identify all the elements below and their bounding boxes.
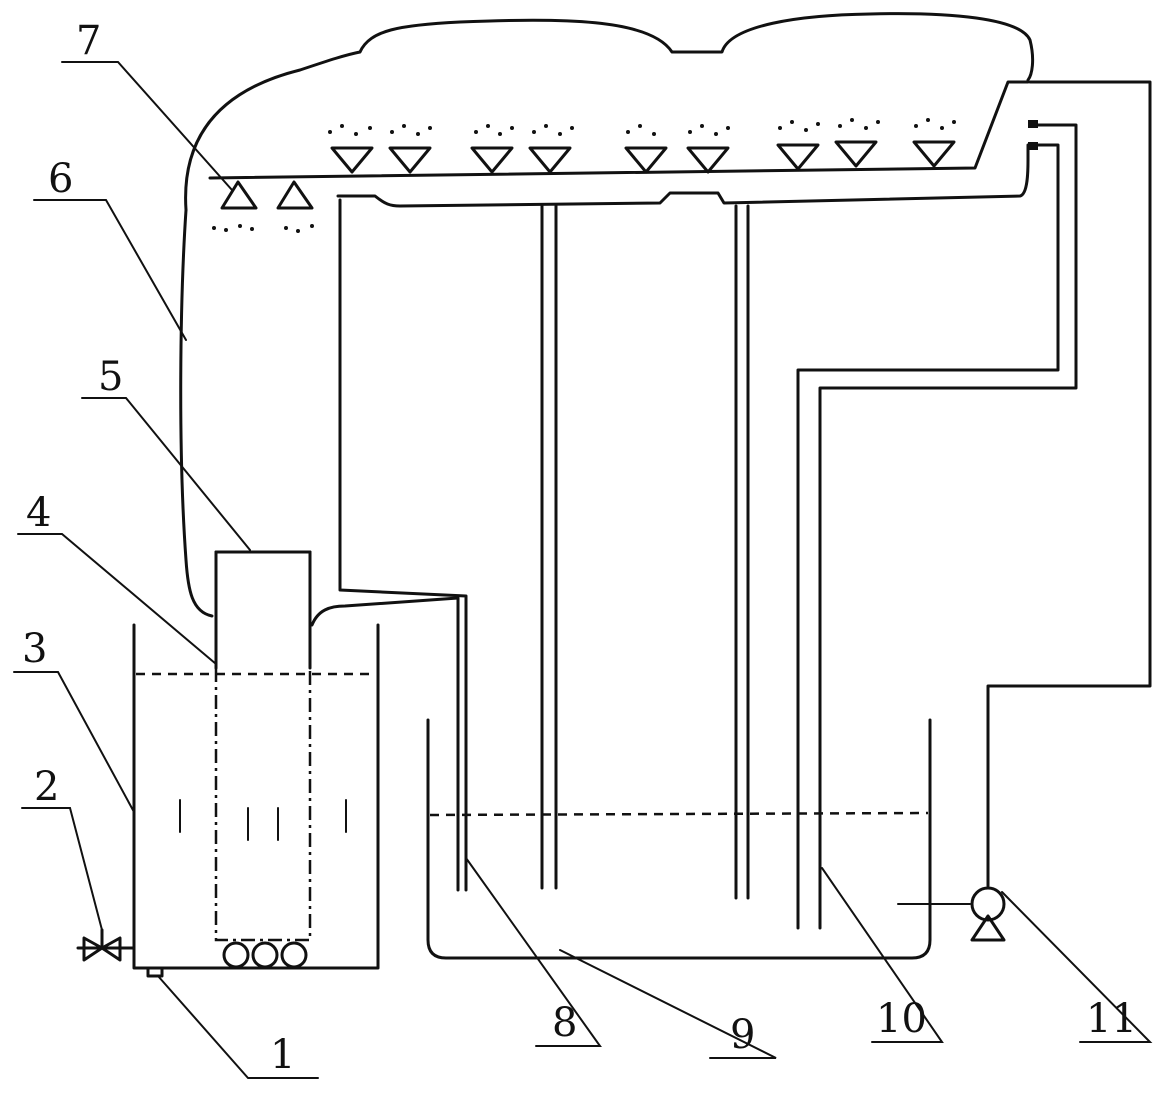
spray-nozzles [212, 118, 956, 233]
absorption-tank [426, 204, 932, 960]
label-6: 6 [48, 156, 73, 202]
label-3: 3 [22, 626, 47, 672]
label-4: 4 [26, 490, 51, 536]
circulation-pump [897, 80, 1152, 942]
outlet-valve [76, 928, 136, 962]
label-1: 1 [270, 1032, 295, 1078]
part-labels: 1 2 3 4 5 6 7 8 9 10 11 [22, 18, 1137, 1078]
label-9: 9 [730, 1012, 755, 1058]
leader-lines [13, 61, 1153, 1079]
gas-pipe [310, 198, 468, 892]
electrode-module [214, 550, 312, 969]
label-2: 2 [34, 764, 59, 810]
label-5: 5 [98, 354, 123, 400]
label-8: 8 [552, 1000, 577, 1046]
gas-collection-hood [179, 12, 1035, 618]
return-pipe [796, 120, 1078, 930]
label-10: 10 [876, 996, 927, 1042]
label-11: 11 [1086, 996, 1137, 1042]
label-7: 7 [76, 18, 101, 64]
reactor-tank [132, 623, 380, 970]
drain-port [146, 966, 164, 978]
spray-manifold [208, 80, 1030, 208]
